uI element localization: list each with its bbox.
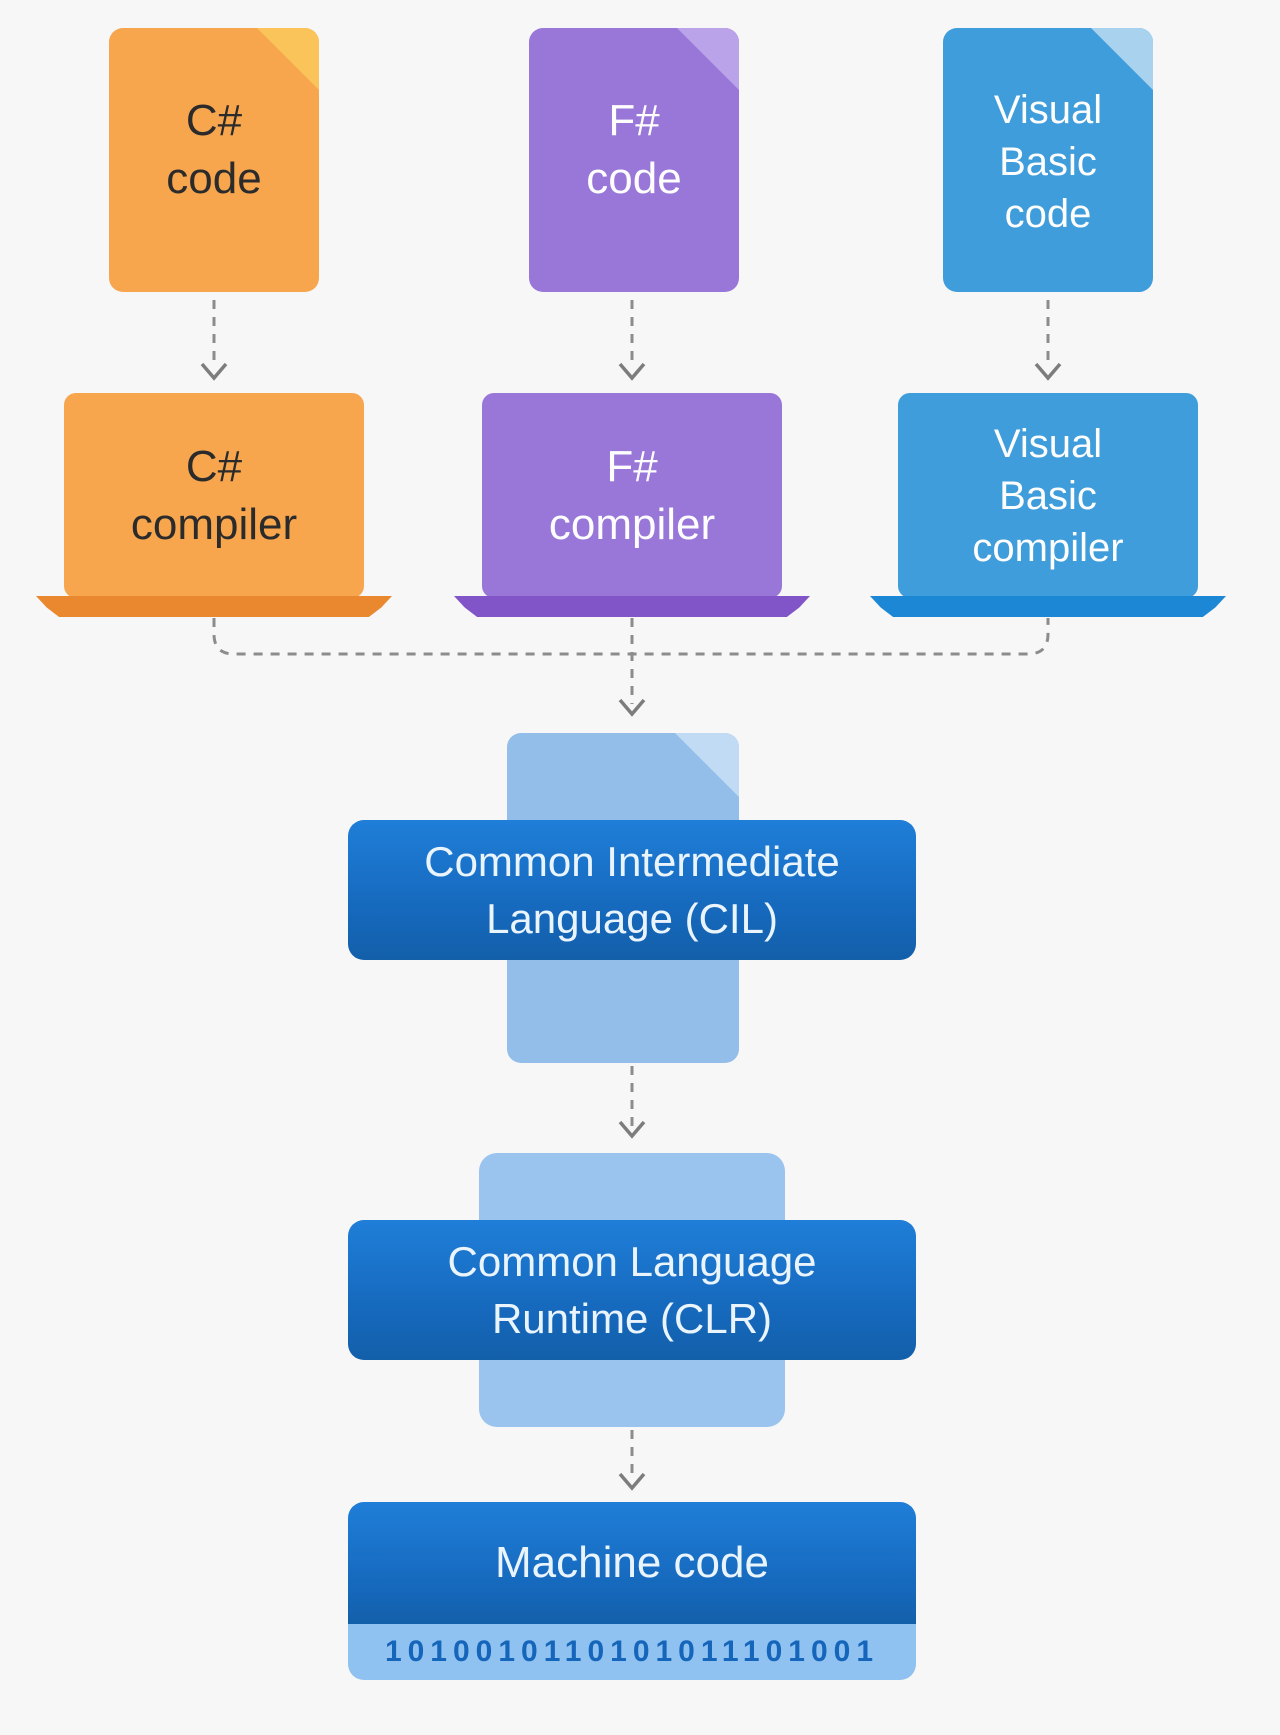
- machine-code-badge: Machine code: [348, 1502, 916, 1624]
- label-line: F#: [606, 441, 658, 491]
- label-line: F#: [608, 96, 660, 145]
- csharp-code-label: C# code: [109, 28, 319, 208]
- label-line: code: [1004, 192, 1092, 236]
- csharp-code-document-icon: C# code: [109, 28, 319, 292]
- vb-compiler-laptop-base: [870, 596, 1226, 617]
- binary-strip: 1010010110101011101001: [348, 1624, 916, 1680]
- label-line: Language (CIL): [486, 895, 778, 942]
- label-line: compiler: [548, 499, 716, 549]
- vb-code-document-icon: Visual Basic code: [943, 28, 1153, 292]
- fsharp-code-label: F# code: [529, 28, 739, 208]
- label-line: Common Intermediate: [424, 838, 840, 885]
- label-line: Basic: [999, 140, 1097, 184]
- arrowhead-icon: [618, 1472, 646, 1491]
- vb-code-label: Visual Basic code: [943, 28, 1153, 240]
- arrowhead-icon: [618, 1120, 646, 1139]
- label-line: code: [586, 154, 682, 203]
- arrowhead-icon: [200, 362, 228, 381]
- arrowhead-icon: [618, 698, 646, 717]
- binary-digits: 1010010110101011101001: [384, 1635, 880, 1668]
- fsharp-code-document-icon: F# code: [529, 28, 739, 292]
- csharp-compiler-laptop-icon: C# compiler: [64, 393, 364, 598]
- label-line: code: [166, 154, 262, 203]
- csharp-compiler-laptop-base: [36, 596, 392, 617]
- label-line: Visual: [993, 88, 1103, 132]
- vb-compiler-laptop-icon: Visual Basic compiler: [898, 393, 1198, 598]
- arrowhead-icon: [618, 362, 646, 381]
- machine-code-block: Machine code 1010010110101011101001: [348, 1502, 916, 1680]
- label-line: Common Language: [447, 1238, 817, 1285]
- cil-badge: Common Intermediate Language (CIL): [348, 820, 916, 960]
- label-line: C#: [185, 96, 243, 145]
- label-line: C#: [185, 441, 243, 491]
- label-line: Runtime (CLR): [491, 1295, 773, 1342]
- label-line: compiler: [130, 499, 298, 549]
- label-line: Visual: [993, 421, 1103, 466]
- clr-badge: Common Language Runtime (CLR): [348, 1220, 916, 1360]
- label-line: Basic: [999, 473, 1097, 518]
- arrowhead-icon: [1034, 362, 1062, 381]
- machine-code-label: Machine code: [495, 1538, 769, 1587]
- fsharp-compiler-laptop-icon: F# compiler: [482, 393, 782, 598]
- label-line: compiler: [972, 525, 1124, 570]
- fsharp-compiler-laptop-base: [454, 596, 810, 617]
